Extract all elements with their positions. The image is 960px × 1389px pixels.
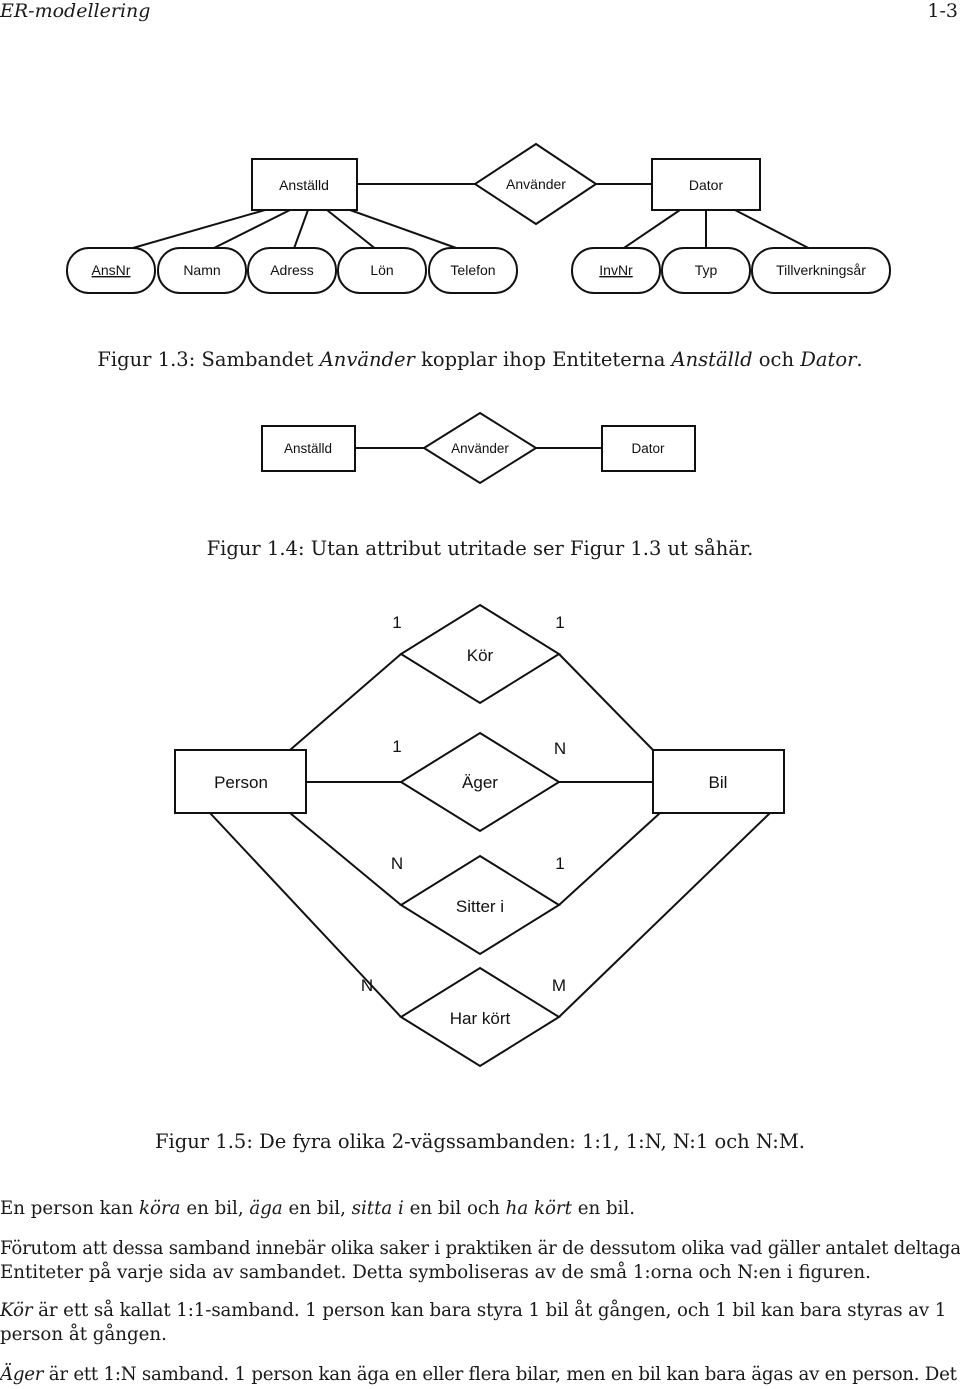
entity-anstalld-label: Anställd <box>279 177 329 193</box>
attribute-lon-label: Lön <box>370 262 393 278</box>
cardinality-harkort-right: M <box>552 976 566 995</box>
text: en bil. <box>571 1198 636 1219</box>
paragraph-2-line-1: Förutom att dessa samband innebär olika … <box>0 1238 960 1259</box>
paragraph-2: Förutom att dessa samband innebär olika … <box>0 1237 960 1285</box>
attribute-invnr-label: InvNr <box>599 262 633 278</box>
paragraph-3-line-2: person åt gången. <box>0 1324 167 1345</box>
connector-invnr <box>614 209 681 255</box>
emphasis: Kör <box>0 1300 33 1321</box>
attribute-invnr: InvNr <box>571 247 661 294</box>
attribute-typ-label: Typ <box>695 262 718 278</box>
entity-dator-label: Dator <box>631 441 665 456</box>
entity-person-label: Person <box>214 773 268 792</box>
entity-person: Person <box>174 749 307 814</box>
attribute-ansnr: AnsNr <box>66 247 156 294</box>
caption-text: . <box>856 348 863 371</box>
emphasis: ha kört <box>505 1198 572 1219</box>
text: är ett så kallat 1:1-samband. 1 person k… <box>32 1300 947 1321</box>
text: en bil, <box>180 1198 250 1219</box>
connector-harkort-bil <box>558 812 771 1018</box>
connector-namn <box>201 209 291 255</box>
connector-tillverkningsar <box>734 209 821 255</box>
figure-1-5-diagram: Person Bil Kör 1 1 Äger 1 N Sitter i N 1… <box>174 603 785 1068</box>
relationship-ager: Äger <box>399 731 561 833</box>
attribute-ansnr-label: AnsNr <box>92 262 131 278</box>
paragraph-3: Kör är ett så kallat 1:1-samband. 1 pers… <box>0 1299 960 1347</box>
cardinality-kor-right: 1 <box>555 613 564 632</box>
emphasis: sitta i <box>351 1198 404 1219</box>
connector-person-harkort <box>209 812 402 1018</box>
figure-1-4-diagram: Anställd Använder Dator <box>261 411 696 485</box>
entity-dator: Dator <box>601 425 696 472</box>
caption-text: Figur 1.3: Sambandet <box>97 348 320 371</box>
entity-anstalld: Anställd <box>261 425 356 472</box>
relationship-har-kort: Har kört <box>399 966 561 1068</box>
caption-emphasis: Anställd <box>671 348 753 371</box>
connector-telefon <box>349 209 474 255</box>
connector-person-kor <box>289 653 402 751</box>
text: en bil och <box>403 1198 506 1219</box>
figure-1-3-caption: Figur 1.3: Sambandet Använder kopplar ih… <box>0 348 960 371</box>
paragraph-1: En person kan köra en bil, äga en bil, s… <box>0 1197 960 1221</box>
connector-adress <box>291 209 309 255</box>
relationship-anvander: Använder <box>422 411 538 485</box>
page-header: ER-modellering 1-3 <box>0 0 960 24</box>
emphasis: köra <box>139 1198 181 1219</box>
text: En person kan <box>0 1198 140 1219</box>
cardinality-sitter-right: 1 <box>555 854 564 873</box>
cardinality-kor-left: 1 <box>392 613 401 632</box>
cardinality-sitter-left: N <box>391 854 403 873</box>
cardinality-harkort-left: N <box>361 976 373 995</box>
page-number: 1-3 <box>927 0 958 22</box>
figure-1-3-diagram: Anställd Använder Dator AnsNr Namn Adres… <box>66 142 891 294</box>
connector-person-sitter <box>289 812 402 906</box>
figure-1-4-caption: Figur 1.4: Utan attribut utritade ser Fi… <box>206 537 754 560</box>
connector-ansnr <box>111 209 266 255</box>
relationship-kor: Kör <box>399 603 561 705</box>
entity-dator: Dator <box>651 158 761 211</box>
relationship-sitter-i-label: Sitter i <box>456 897 504 916</box>
caption-text: kopplar ihop Entiteterna <box>414 348 672 371</box>
relationship-anvander: Använder <box>473 142 598 226</box>
caption-text: och <box>752 348 801 371</box>
relationship-anvander-label: Använder <box>451 441 509 456</box>
attribute-typ: Typ <box>661 247 751 294</box>
chapter-title: ER-modellering <box>0 0 151 22</box>
attribute-adress-label: Adress <box>270 262 314 278</box>
attribute-telefon-label: Telefon <box>450 262 495 278</box>
caption-emphasis: Dator <box>800 348 857 371</box>
relationship-har-kort-label: Har kört <box>450 1009 511 1028</box>
attribute-lon: Lön <box>337 247 427 294</box>
emphasis: Äger <box>0 1364 44 1385</box>
paragraph-4: Äger är ett 1:N samband. 1 person kan äg… <box>0 1363 960 1387</box>
emphasis: äga <box>249 1198 283 1219</box>
relationship-anvander-label: Använder <box>506 176 566 192</box>
attribute-adress: Adress <box>247 247 337 294</box>
relationship-sitter-i: Sitter i <box>399 854 561 956</box>
attribute-tillverkningsar: Tillverkningsår <box>751 247 891 294</box>
attribute-telefon: Telefon <box>428 247 518 294</box>
relationship-ager-label: Äger <box>462 773 498 792</box>
cardinality-ager-left: 1 <box>392 737 401 756</box>
attribute-namn-label: Namn <box>183 262 220 278</box>
entity-anstalld-label: Anställd <box>284 441 332 456</box>
caption-emphasis: Använder <box>319 348 415 371</box>
paragraph-2-line-2: Entiteter på varje sida av sambandet. De… <box>0 1262 871 1283</box>
connector-lon <box>326 209 383 255</box>
connector-sitter-bil <box>558 812 661 906</box>
entity-dator-label: Dator <box>689 177 724 193</box>
text: en bil, <box>282 1198 352 1219</box>
entity-bil: Bil <box>652 749 785 814</box>
relationship-kor-label: Kör <box>467 646 494 665</box>
cardinality-ager-right: N <box>554 739 566 758</box>
attribute-namn: Namn <box>157 247 247 294</box>
entity-bil-label: Bil <box>709 773 728 792</box>
entity-anstalld: Anställd <box>251 158 358 211</box>
text: är ett 1:N samband. 1 person kan äga en … <box>43 1364 957 1385</box>
attribute-tillverkningsar-label: Tillverkningsår <box>776 262 866 278</box>
figure-1-5-caption: Figur 1.5: De fyra olika 2-vägssambanden… <box>154 1130 805 1153</box>
connector-kor-bil <box>558 653 654 751</box>
